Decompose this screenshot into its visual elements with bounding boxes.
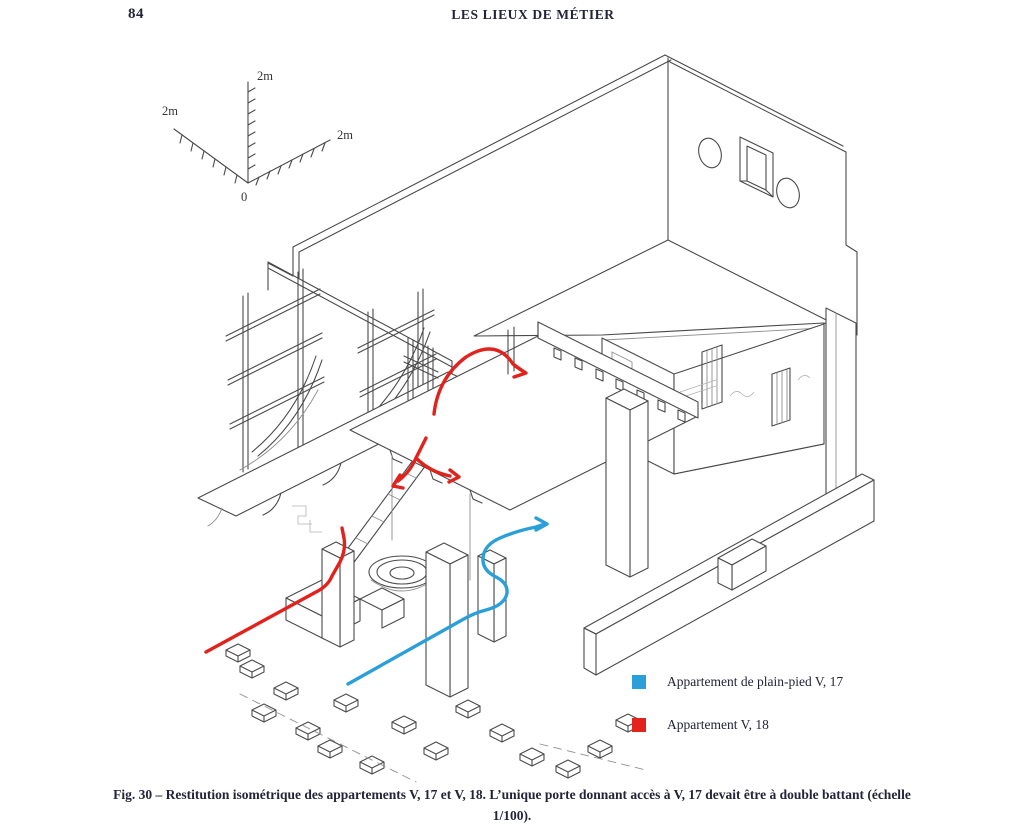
route-v17-arrowhead bbox=[534, 516, 549, 532]
mezzanine-floor bbox=[349, 321, 699, 581]
figure-caption: Fig. 30 – Restitution isométrique des ap… bbox=[113, 787, 911, 823]
pillar-left bbox=[321, 541, 355, 648]
low-front-wall bbox=[583, 473, 875, 676]
oculus-window-left bbox=[698, 137, 722, 169]
scaffold-lattice-middle bbox=[357, 288, 437, 415]
ceiling-plane bbox=[473, 239, 851, 341]
figure-caption-wrap: Fig. 30 – Restitution isométrique des ap… bbox=[0, 785, 1024, 827]
balcony-railing bbox=[403, 337, 439, 403]
legend-swatch-v17 bbox=[632, 675, 646, 689]
legend-item-v17: Appartement de plain-pied V, 17 bbox=[632, 674, 843, 690]
pillar-right bbox=[605, 388, 649, 578]
page-number: 84 bbox=[128, 6, 144, 22]
running-header: LES LIEUX DE MÉTIER bbox=[451, 7, 615, 22]
balcony-corbels bbox=[262, 462, 342, 516]
floor-brackets bbox=[389, 449, 483, 504]
round-basin bbox=[368, 555, 436, 592]
legend-label-v18: Appartement V, 18 bbox=[667, 717, 769, 732]
legend-swatch-v18 bbox=[632, 718, 646, 732]
axis-left-label: 2m bbox=[162, 104, 178, 118]
pillar-main bbox=[425, 542, 469, 698]
threshold-block bbox=[717, 538, 767, 591]
scaffold-lattice-left bbox=[225, 268, 325, 533]
legend-item-v18: Appartement V, 18 bbox=[632, 717, 843, 733]
oculus-window-right bbox=[776, 177, 800, 209]
legend: Appartement de plain-pied V, 17 Appartem… bbox=[632, 674, 843, 733]
route-v18-arrowhead-down bbox=[391, 473, 405, 490]
route-v18-arrowhead-beam bbox=[512, 364, 528, 379]
axis-origin-label: 0 bbox=[241, 190, 247, 204]
wall-pier bbox=[825, 307, 857, 515]
route-v17-path bbox=[346, 516, 549, 686]
route-v18-path bbox=[204, 347, 528, 654]
street-dashed-lines bbox=[239, 693, 647, 783]
axis-right-label: 2m bbox=[337, 128, 353, 142]
axis-up-label: 2m bbox=[257, 69, 273, 83]
legend-label-v17: Appartement de plain-pied V, 17 bbox=[667, 674, 844, 689]
meander-decor bbox=[292, 505, 322, 533]
square-window bbox=[739, 136, 774, 198]
route-v18-arrowhead-right bbox=[447, 468, 461, 484]
barred-window-1 bbox=[701, 344, 723, 410]
barred-window-2 bbox=[771, 367, 791, 427]
wall-decor bbox=[679, 375, 811, 399]
isometric-axes-scale: 2m 2m 2m 0 bbox=[162, 69, 353, 204]
building-walls bbox=[267, 54, 858, 391]
